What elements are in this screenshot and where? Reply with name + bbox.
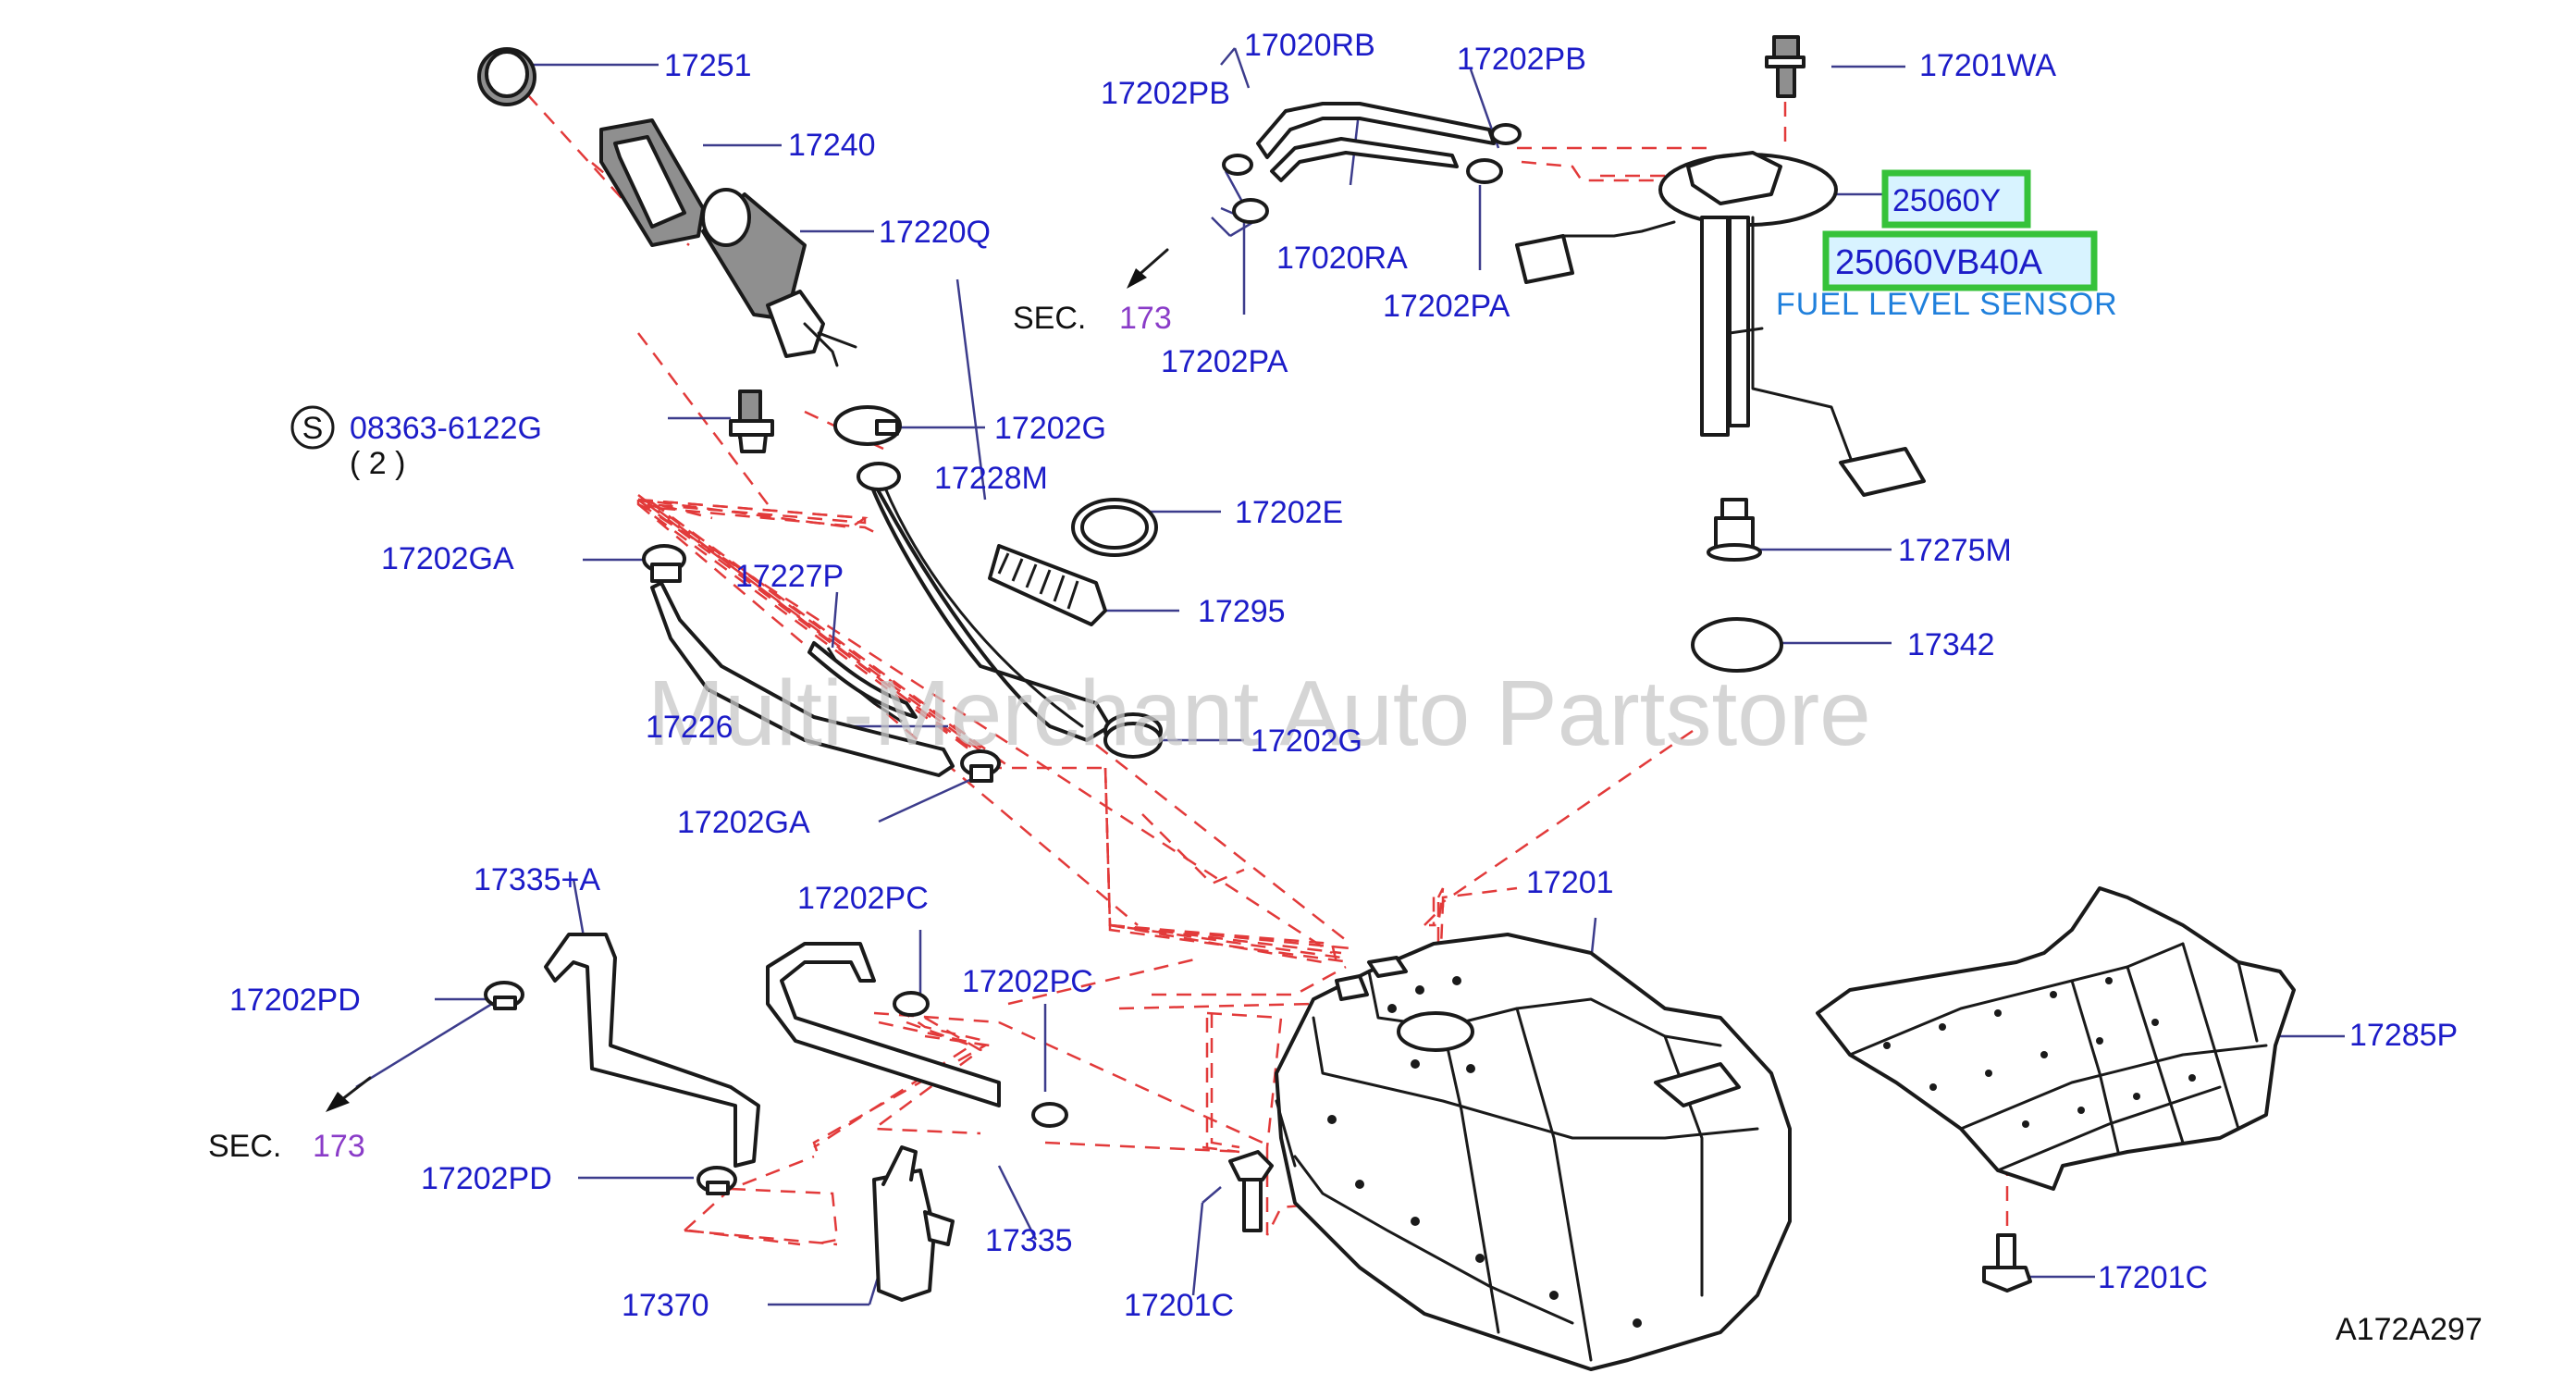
part-17240-gasket: [599, 118, 705, 247]
label-17202e[interactable]: 17202E: [1235, 495, 1343, 530]
label-sec-top-173[interactable]: 173: [1119, 301, 1172, 336]
label-17202pa-right[interactable]: 17202PA: [1383, 289, 1510, 324]
part-17251-cap: [477, 47, 536, 106]
label-17201c-right[interactable]: 17201C: [2098, 1260, 2208, 1295]
part-17275m-sleeve: [1707, 498, 1762, 562]
label-fuel-level-sensor: FUEL LEVEL SENSOR: [1776, 287, 2118, 322]
label-17227p[interactable]: 17227P: [735, 559, 844, 594]
label-17020ra[interactable]: 17020RA: [1276, 241, 1408, 276]
watermark: Multi-Merchant Auto Partstore: [647, 662, 1871, 765]
part-17201c-bolt-right: [1982, 1233, 2032, 1293]
label-17251[interactable]: 17251: [664, 48, 752, 83]
part-17201c-bolt-left: [1228, 1150, 1274, 1232]
highlight-box-25060vb40a: [1822, 230, 2098, 291]
part-17202pa-clamp-right: [1466, 158, 1503, 184]
part-17202pc-hose: [766, 942, 1001, 1107]
part-17201-fuel-tank: [1275, 933, 1792, 1371]
label-17370[interactable]: 17370: [622, 1288, 709, 1323]
label-sec-bot-173[interactable]: 173: [313, 1129, 365, 1164]
label-08363-qty: ( 2 ): [350, 446, 405, 481]
s-symbol: S: [302, 411, 324, 446]
part-17295-corrugated-hose: [988, 544, 1107, 626]
diagram-code: A172A297: [2336, 1312, 2483, 1347]
part-17202pc-clamp-right: [1031, 1102, 1068, 1128]
label-17202pa-left[interactable]: 17202PA: [1161, 344, 1288, 379]
label-25060y[interactable]: 25060Y: [1892, 183, 2001, 218]
label-17226[interactable]: 17226: [646, 710, 733, 745]
part-17202g-clamp-mid: [1103, 712, 1163, 759]
sec-173-arrow-top: [1127, 248, 1169, 289]
sec-173-arrow-bot: [326, 1076, 372, 1112]
part-17202pb-clamp-left: [1222, 154, 1253, 176]
connection-lines: [510, 75, 2009, 1246]
part-17285p-protector: [1816, 886, 2296, 1191]
label-17240[interactable]: 17240: [788, 128, 876, 163]
part-17228m-hose: [857, 462, 1112, 742]
label-25060vb40a[interactable]: 25060VB40A: [1835, 243, 2043, 282]
part-17202ga-clamp-bot: [960, 749, 1001, 783]
label-sec-top: SEC.: [1013, 301, 1086, 336]
part-17202pa-clamp-left: [1232, 198, 1269, 224]
part-17335a-hose: [544, 933, 760, 1168]
label-08363-6122g[interactable]: 08363-6122G: [350, 411, 542, 446]
label-17020rb[interactable]: 17020RB: [1244, 28, 1375, 63]
part-17202pd-clamp-top: [484, 981, 524, 1010]
part-08363-bolt: [729, 390, 774, 453]
part-17202pd-clamp-bot: [696, 1166, 737, 1195]
label-17285p[interactable]: 17285P: [2349, 1018, 2458, 1053]
part-17220q-filler-neck: [701, 188, 857, 367]
part-17020rb-tube: [1256, 102, 1496, 182]
label-17202g-mid[interactable]: 17202G: [1251, 724, 1362, 759]
label-sec-bot: SEC.: [208, 1129, 281, 1164]
part-17227p-spring: [807, 641, 918, 724]
label-17202pc-left[interactable]: 17202PC: [797, 881, 929, 916]
label-17202pb-left[interactable]: 17202PB: [1101, 76, 1230, 111]
part-17370-fuel-filter: [872, 1145, 955, 1302]
part-17201wa-bolt: [1765, 35, 1806, 98]
label-17228m[interactable]: 17228M: [934, 461, 1048, 496]
label-17295[interactable]: 17295: [1198, 594, 1286, 629]
label-17275m[interactable]: 17275M: [1898, 533, 2012, 568]
label-17201c-left[interactable]: 17201C: [1124, 1288, 1234, 1323]
part-17202e-clamp: [1071, 498, 1158, 557]
part-17202pb-clamp-right: [1490, 123, 1522, 145]
part-17342-gasket: [1691, 617, 1783, 673]
label-17202pc-right[interactable]: 17202PC: [962, 964, 1093, 999]
part-17226-hose: [650, 581, 955, 777]
part-17202ga-clamp-top: [642, 544, 686, 583]
part-25060y-pump-assembly: [1515, 151, 1926, 497]
s-symbol-circle: [290, 405, 335, 450]
label-17220q[interactable]: 17220Q: [879, 215, 991, 250]
label-17342[interactable]: 17342: [1907, 627, 1995, 662]
label-17202ga-bot[interactable]: 17202GA: [677, 805, 810, 840]
highlight-box-25060y: [1881, 169, 2031, 229]
part-17202pc-clamp-left: [893, 991, 930, 1017]
label-17201[interactable]: 17201: [1526, 865, 1614, 900]
label-17201wa[interactable]: 17201WA: [1919, 48, 2056, 83]
part-17202g-clamp-top: [833, 405, 902, 446]
label-17202pb-right[interactable]: 17202PB: [1457, 42, 1586, 77]
label-17202pd-top[interactable]: 17202PD: [229, 983, 361, 1018]
label-17202ga-top[interactable]: 17202GA: [381, 541, 514, 576]
part-labels: 17251 17240 17220Q S 08363-6122G ( 2 ) 1…: [208, 28, 2483, 1347]
label-17335[interactable]: 17335: [985, 1223, 1073, 1258]
label-17335-a[interactable]: 17335+A: [474, 862, 600, 897]
label-17202g-top[interactable]: 17202G: [994, 411, 1106, 446]
label-17202pd-bot[interactable]: 17202PD: [421, 1161, 552, 1196]
